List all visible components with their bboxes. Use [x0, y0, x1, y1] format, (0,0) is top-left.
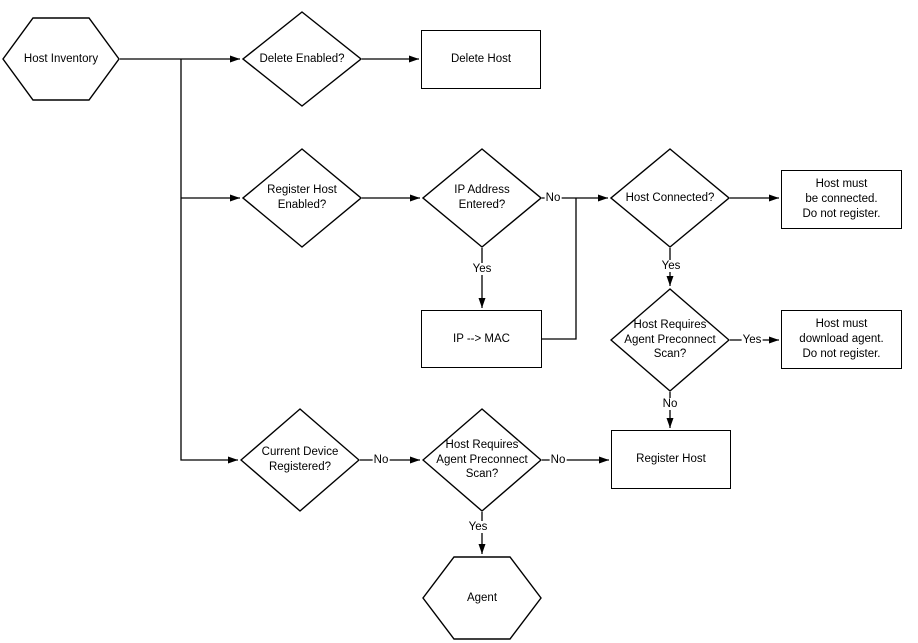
edge-label-host-connected-yes: Yes [660, 260, 682, 272]
diamond-shape [242, 11, 362, 107]
diamond-shape [240, 408, 360, 512]
hexagon-shape [422, 556, 542, 640]
node-label: Current Device Registered? [261, 446, 339, 473]
node-label: Host Requires Agent Preconnect Scan? [436, 438, 528, 481]
node-host-inventory: Host Inventory [2, 17, 120, 101]
edge-label-preconnect-lower-no: No [549, 454, 567, 466]
node-label: IP --> MAC [453, 332, 510, 345]
node-ip-address-entered: IP Address Entered? [422, 148, 542, 248]
node-host-requires-preconnect-upper: Host Requires Agent Preconnect Scan? [610, 288, 730, 392]
node-label: Host Inventory [23, 52, 99, 65]
diamond-shape [242, 148, 362, 248]
node-host-must-download-agent: Host must download agent. Do not registe… [781, 310, 902, 369]
node-ip-to-mac: IP --> MAC [421, 310, 542, 368]
node-label: Delete Host [450, 53, 512, 66]
node-delete-enabled: Delete Enabled? [242, 11, 362, 107]
node-label: Host Requires Agent Preconnect Scan? [624, 318, 716, 361]
diamond-shape [422, 408, 542, 512]
node-label: Host must download agent. Do not registe… [799, 318, 884, 360]
edge-label-current-device-no: No [372, 454, 390, 466]
node-host-must-be-connected: Host must be connected. Do not register. [781, 170, 902, 229]
node-label: Register Host [636, 453, 706, 466]
node-label: Host must be connected. Do not register. [802, 178, 881, 220]
node-label: Host Connected? [625, 191, 715, 204]
edge-label-preconnect-upper-no: No [661, 398, 679, 410]
node-register-host-enabled: Register Host Enabled? [242, 148, 362, 248]
node-host-requires-preconnect-lower: Host Requires Agent Preconnect Scan? [422, 408, 542, 512]
diamond-shape [610, 288, 730, 392]
node-label: Register Host Enabled? [267, 184, 337, 211]
edge-label-ip-entered-yes: Yes [471, 263, 493, 275]
edge-ip-mac-join [542, 198, 577, 340]
node-label: Agent [466, 591, 498, 604]
edge-label-preconnect-upper-yes: Yes [741, 334, 763, 346]
edge-label-ip-entered-no: No [544, 192, 562, 204]
hexagon-shape [2, 17, 120, 101]
node-label: IP Address Entered? [454, 184, 510, 211]
node-label: Delete Enabled? [259, 52, 345, 65]
diamond-shape [610, 148, 730, 248]
edge-branch-trunk [180, 59, 238, 464]
edge-label-preconnect-lower-yes: Yes [467, 521, 489, 533]
node-current-device-registered: Current Device Registered? [240, 408, 360, 512]
node-agent: Agent [422, 556, 542, 640]
node-delete-host: Delete Host [421, 30, 541, 89]
node-register-host: Register Host [611, 430, 731, 489]
node-host-connected: Host Connected? [610, 148, 730, 248]
diamond-shape [422, 148, 542, 248]
